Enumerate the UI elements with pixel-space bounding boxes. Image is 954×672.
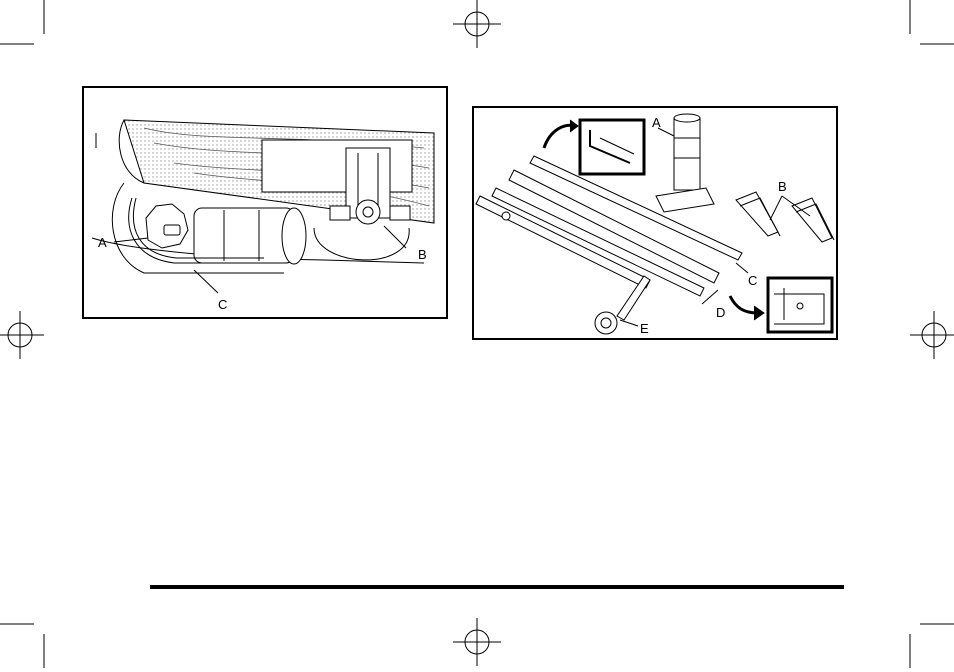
- jack-tools-illustration: [474, 108, 838, 340]
- registration-target-bottom: [447, 612, 507, 672]
- registration-target-left: [0, 305, 50, 365]
- jack-tools-figure: A B C D E: [472, 106, 838, 340]
- registration-target-top: [447, 0, 507, 54]
- callout-c: C: [218, 298, 227, 311]
- callout-a: A: [652, 116, 661, 129]
- callout-a: A: [98, 236, 107, 249]
- jack-stowage-illustration: [84, 88, 448, 319]
- callout-c: C: [748, 274, 757, 287]
- footer-rule: [150, 585, 844, 589]
- callout-b: B: [778, 180, 787, 193]
- registration-target-right: [904, 305, 954, 365]
- jack-stowage-figure: A B C: [82, 86, 448, 319]
- callout-b: B: [418, 248, 427, 261]
- callout-d: D: [716, 306, 725, 319]
- callout-e: E: [640, 322, 649, 335]
